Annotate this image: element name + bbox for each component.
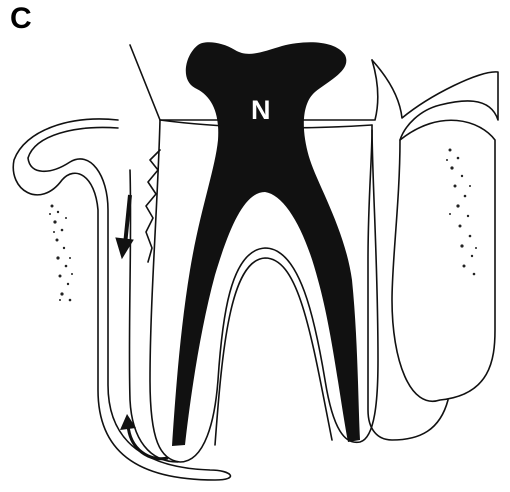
right-alveolar-bone	[392, 120, 495, 401]
right-gingiva-outline	[368, 130, 448, 440]
curved-arrow-icon	[120, 414, 168, 459]
right-bone-stipple	[446, 149, 477, 276]
nerve-label: N	[251, 97, 271, 124]
left-bone-stipple	[49, 205, 73, 302]
right-upper-contour	[372, 60, 498, 140]
furcation-outline	[215, 258, 332, 445]
left-socket-line	[129, 170, 178, 462]
